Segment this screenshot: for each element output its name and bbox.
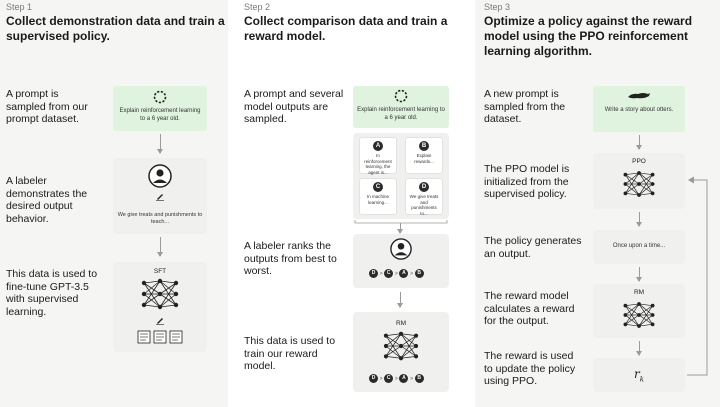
- step2-desc-train: This data is used to train our reward mo…: [244, 335, 336, 372]
- step2-title: Collect comparison data and train a rewa…: [244, 14, 448, 43]
- step2-ranking-card: D> C> A> B: [353, 234, 449, 288]
- step2-label: Step 2: [244, 2, 271, 12]
- step3-desc-generate: The policy generates an output.: [484, 235, 582, 260]
- step1-desc-finetune: This data is used to fine-tune GPT-3.5 w…: [6, 268, 98, 318]
- labeler-icon: [148, 164, 172, 188]
- feedback-loop-arrow: [687, 176, 708, 376]
- step2-desc-ranks: A labeler ranks the outputs from best to…: [244, 240, 337, 277]
- step3-prompt-card: Write a story about otters.: [593, 86, 685, 132]
- step3-desc-prompt: A new prompt is sampled from the dataset…: [484, 88, 566, 125]
- rank-3: A: [399, 374, 409, 383]
- step3-arrow-3: [636, 267, 642, 282]
- pencil-icon: [156, 318, 164, 325]
- ranking-row: D> C> A> B: [369, 269, 424, 278]
- step3-output-card: Once upon a time...: [593, 230, 685, 264]
- ppo-label: PPO: [632, 158, 646, 165]
- output-card-b[interactable]: B Explain rewards...: [405, 137, 443, 174]
- step2-desc-sampled: A prompt and several model outputs are s…: [244, 88, 344, 125]
- output-letter: D: [419, 182, 429, 192]
- reward-symbol: rk: [593, 367, 685, 383]
- step3-title: Optimize a policy against the reward mod…: [484, 14, 693, 58]
- step1-title: Collect demonstration data and train a s…: [6, 14, 225, 43]
- step1-arrow-2: [157, 237, 163, 257]
- step3-desc-update: The reward is used to update the policy …: [484, 350, 576, 387]
- step1-desc-labeler: A labeler demonstrates the desired outpu…: [6, 175, 88, 225]
- step3-desc-reward: The reward model calculates a reward for…: [484, 290, 575, 327]
- step3-arrow-4: [636, 341, 642, 356]
- output-text: Explain rewards...: [414, 153, 434, 164]
- step3-column: Step 3 Optimize a policy against the rew…: [475, 0, 720, 407]
- neural-network-icon: [623, 302, 655, 328]
- step3-label: Step 3: [484, 2, 511, 12]
- step2-arrow-2: [397, 292, 403, 308]
- sft-label: SFT: [153, 268, 167, 275]
- pencil-icon: [156, 194, 164, 201]
- output-card-d[interactable]: D We give treats and punishments to...: [405, 178, 443, 216]
- output-text: In reinforcement learning, the agent is.…: [364, 153, 392, 175]
- output-letter: A: [373, 141, 383, 151]
- step1-labeler-card: We give treats and punishments to teach.…: [113, 158, 207, 234]
- rm-label: RM: [395, 320, 407, 327]
- dataset-icon: [153, 90, 167, 104]
- step2-arrow-1: [397, 223, 403, 234]
- step3-ppo-card: PPO: [593, 153, 685, 209]
- step1-prompt-card: Explain reinforcement learning to a 6 ye…: [113, 86, 207, 131]
- output-letter: B: [419, 141, 429, 151]
- dataset-icon: [394, 89, 408, 103]
- rank-4: B: [414, 374, 424, 383]
- neural-network-icon: [383, 331, 419, 361]
- neural-network-icon: [623, 171, 655, 197]
- step1-demo-text: We give treats and punishments to teach.…: [117, 212, 203, 225]
- labeler-icon: [390, 238, 412, 260]
- step2-rm-card: RM D> C> A> B: [353, 312, 449, 392]
- step3-rm-card: RM: [593, 284, 685, 338]
- step2-outputs-card: A In reinforcement learning, the agent i…: [353, 133, 449, 219]
- rank-4: B: [414, 269, 424, 278]
- step3-output-text: Once upon a time...: [612, 243, 666, 249]
- step1-sft-card: SFT: [113, 262, 207, 352]
- step1-column: Step 1 Collect demonstration data and tr…: [0, 0, 228, 407]
- rm-label: RM: [633, 289, 645, 296]
- rank-2: C: [384, 374, 394, 383]
- step1-label: Step 1: [6, 2, 33, 12]
- neural-network-icon: [141, 278, 179, 310]
- step3-arrow-1: [636, 135, 642, 150]
- output-letter: C: [373, 182, 383, 192]
- step1-prompt-text: Explain reinforcement learning to a 6 ye…: [119, 108, 201, 122]
- output-card-a[interactable]: A In reinforcement learning, the agent i…: [359, 137, 397, 175]
- reward-r: r: [634, 367, 640, 381]
- otter-icon: [628, 93, 650, 99]
- output-text: We give treats and punishments to...: [409, 194, 439, 216]
- step1-arrow-1: [157, 134, 163, 154]
- step3-arrow-2: [636, 212, 642, 227]
- output-card-c[interactable]: C In machine learning...: [359, 178, 397, 215]
- step1-desc-prompt: A prompt is sampled from our prompt data…: [6, 88, 88, 125]
- rm-ranking-row: D> C> A> B: [369, 374, 424, 383]
- step3-reward-card: rk: [593, 358, 685, 392]
- documents-icon: [137, 330, 183, 344]
- rank-2: C: [384, 269, 394, 278]
- step3-desc-ppo: The PPO model is initialized from the su…: [484, 163, 570, 200]
- bracket-icon: [354, 220, 448, 224]
- output-text: In machine learning...: [366, 194, 389, 205]
- rank-1: D: [369, 269, 378, 278]
- step2-column: Step 2 Collect comparison data and train…: [228, 0, 475, 407]
- rank-3: A: [399, 269, 409, 278]
- rank-1: D: [369, 374, 378, 383]
- step3-prompt-text: Write a story about otters.: [604, 107, 674, 113]
- step2-prompt-card: Explain reinforcement learning to a 6 ye…: [353, 86, 449, 128]
- step2-prompt-text: Explain reinforcement learning to a 6 ye…: [357, 107, 445, 121]
- reward-subscript: k: [639, 375, 644, 384]
